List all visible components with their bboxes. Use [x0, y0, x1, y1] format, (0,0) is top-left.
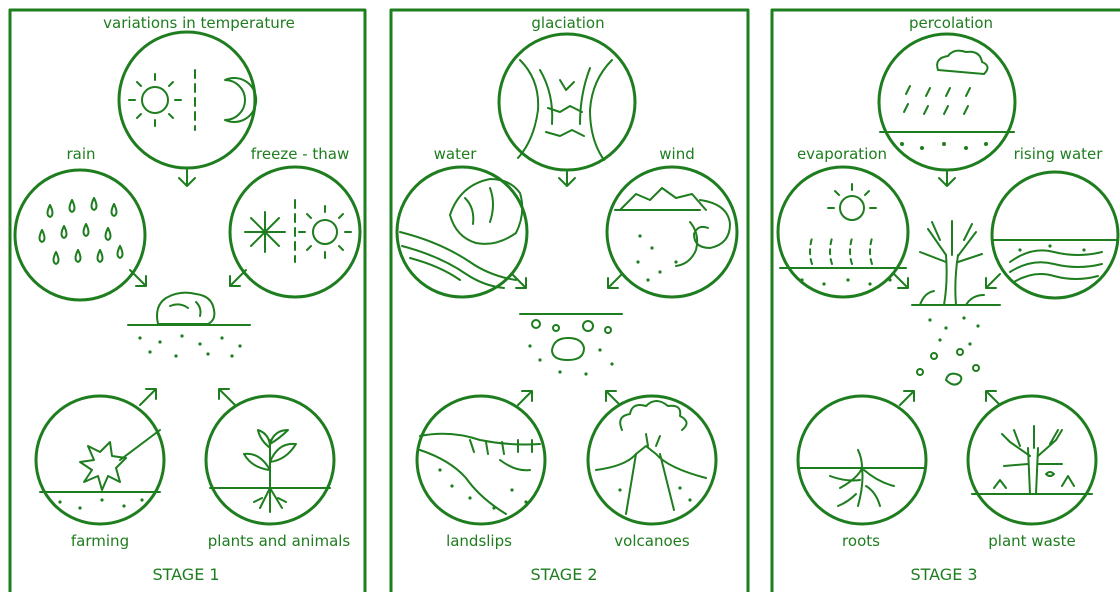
stage-2-title: STAGE 2 [530, 566, 597, 584]
farming-icon [36, 396, 164, 524]
glacier-icon [499, 34, 635, 170]
stage-3-left-label: evaporation [797, 145, 887, 163]
stage-2-bottom-left-label: landslips [446, 532, 512, 550]
sun-moon-icon [119, 32, 256, 168]
stage-3-right-label: rising water [1014, 145, 1103, 163]
stage-1-left-label: rain [66, 145, 95, 163]
freeze-thaw-icon [230, 167, 360, 297]
percolation-icon [879, 34, 1015, 170]
stage-1-frame [10, 10, 365, 592]
stage-2-frame [391, 10, 748, 592]
stage-1-top-label: variations in temperature [103, 14, 295, 32]
arrow-diagonal [894, 274, 908, 288]
arrow-up [518, 391, 532, 405]
stage-3-bottom-left-label: roots [842, 532, 880, 550]
arrow-down [179, 170, 195, 186]
stage-3-title: STAGE 3 [910, 566, 977, 584]
tree-icon [912, 221, 1000, 385]
stage-2-right-label: wind [659, 145, 694, 163]
stage-3-bottom-right-label: plant waste [988, 532, 1075, 550]
volcano-icon [588, 396, 716, 524]
stage-2-left-label: water [434, 145, 477, 163]
stage-3-drawings [778, 34, 1118, 524]
arrow-diagonal [986, 274, 1000, 288]
arrow-diagonal [130, 270, 146, 286]
stage-1-right-label: freeze - thaw [251, 145, 349, 163]
stage-3-frame [772, 10, 1120, 592]
evaporation-icon [778, 167, 908, 297]
landslip-icon [417, 396, 545, 524]
stage-1-title: STAGE 1 [152, 566, 219, 584]
arrow-diagonal [512, 274, 526, 288]
arrow-diagonal [608, 274, 622, 288]
soil-stones-icon [520, 314, 622, 376]
arrow-up [986, 391, 1000, 405]
water-icon [397, 167, 527, 297]
rock-icon [128, 293, 250, 358]
arrow-up [219, 389, 235, 405]
plant-waste-icon [968, 396, 1096, 524]
rising-water-icon [992, 172, 1118, 298]
arrow-diagonal [230, 270, 246, 286]
stage-1-drawings [15, 32, 360, 524]
arrow-down [559, 172, 575, 186]
stage-2-bottom-right-label: volcanoes [614, 532, 689, 550]
stage-3-top-label: percolation [909, 14, 993, 32]
stage-1-bottom-right-label: plants and animals [208, 532, 351, 550]
stage-2-drawings [397, 34, 737, 524]
arrow-down [939, 172, 955, 186]
rain-icon [15, 170, 145, 300]
plant-icon [206, 396, 334, 524]
arrow-up [606, 391, 620, 405]
arrow-up [900, 391, 914, 405]
stage-2-top-label: glaciation [531, 14, 604, 32]
roots-icon [798, 396, 926, 524]
stage-1-bottom-left-label: farming [71, 532, 129, 550]
wind-icon [607, 167, 737, 297]
arrow-up [140, 389, 156, 405]
